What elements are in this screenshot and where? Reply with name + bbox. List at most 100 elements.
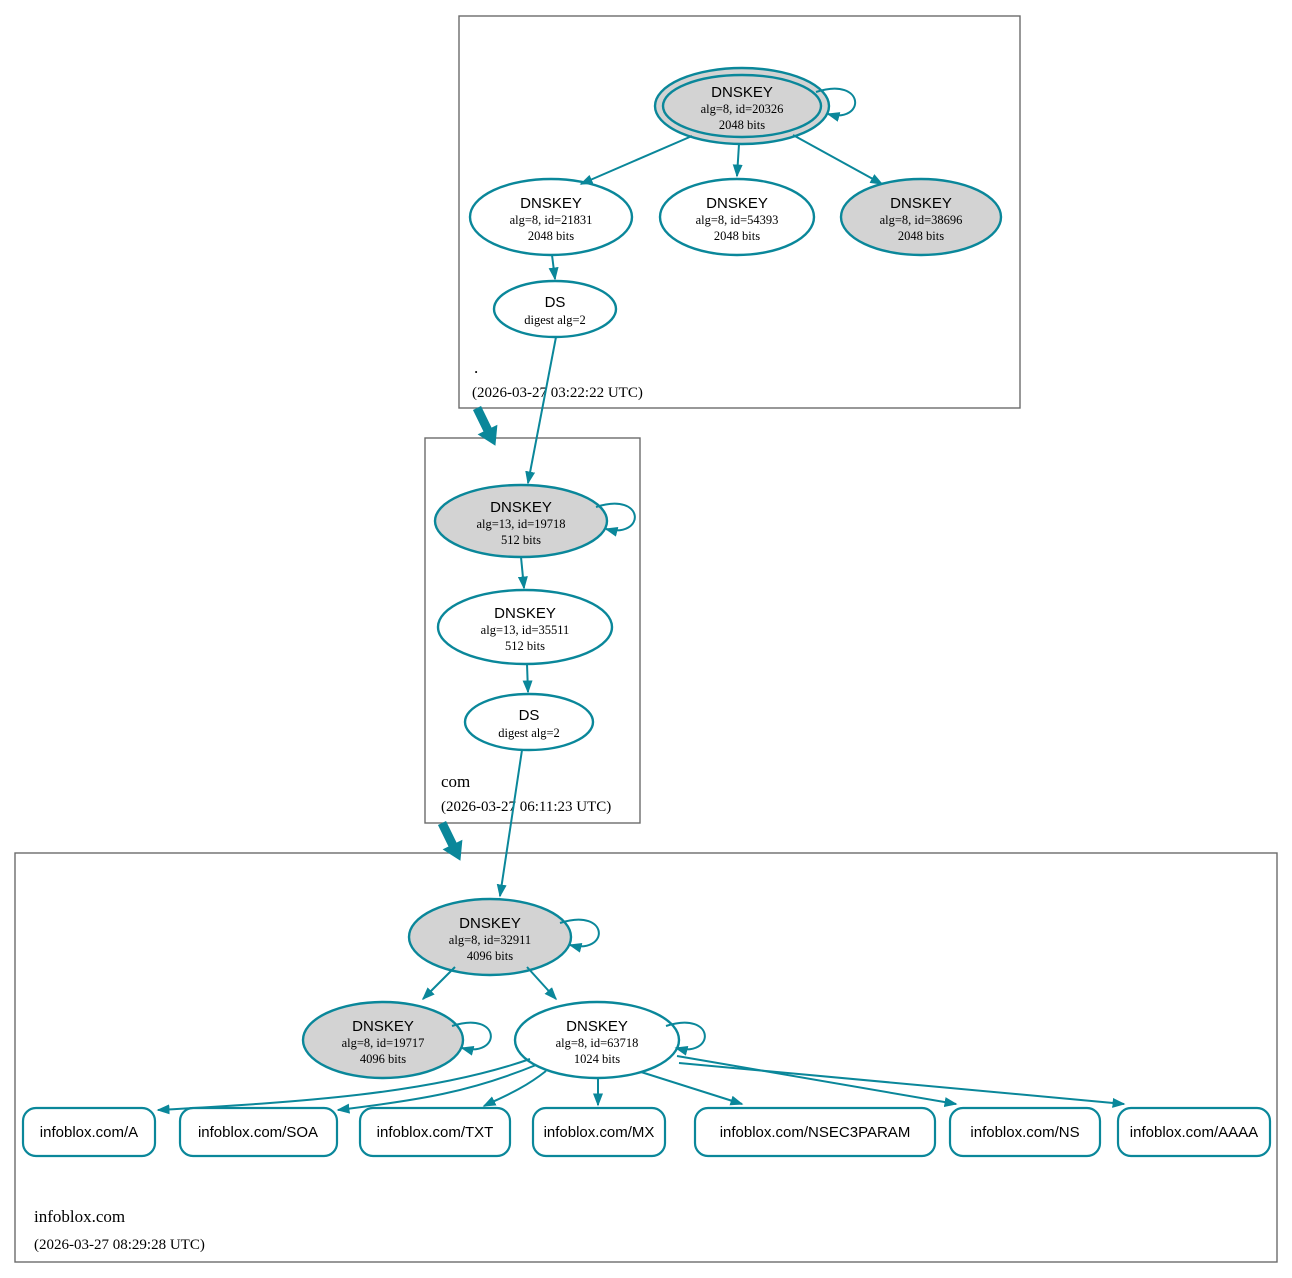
delegation-arrow-root-to-com — [472, 406, 498, 446]
node-detail: digest alg=2 — [498, 726, 560, 740]
rrset-label: infoblox.com/SOA — [198, 1124, 318, 1141]
node-title: DNSKEY — [566, 1018, 628, 1035]
node-dnskey-63718[interactable]: DNSKEY alg=8, id=63718 1024 bits — [513, 1000, 681, 1080]
dnskey-35511-ellipse — [436, 588, 614, 666]
node-detail: digest alg=2 — [524, 313, 586, 327]
dnskey-38696-ellipse — [839, 177, 1003, 257]
edge-dnskey-21831-to-ds-root — [548, 254, 559, 281]
selfloop-dnskey-63718 — [665, 1021, 706, 1056]
node-dnskey-32911-ksk[interactable]: DNSKEY alg=8, id=32911 4096 bits — [407, 897, 573, 977]
zone-timestamp-com: (2026-03-27 06:11:23 UTC) — [441, 799, 611, 815]
edge-ds-root-to-dnskey-19718 — [525, 336, 557, 485]
node-detail: alg=8, id=21831 — [510, 213, 593, 227]
node-bits: 4096 bits — [360, 1052, 406, 1066]
node-dnskey-19717[interactable]: DNSKEY alg=8, id=19717 4096 bits — [301, 1000, 465, 1080]
zone-timestamp-infoblox-com: (2026-03-27 08:29:28 UTC) — [34, 1237, 205, 1253]
zone-name-root: . — [474, 358, 478, 377]
rrset-label: infoblox.com/NSEC3PARAM — [720, 1124, 911, 1141]
rrset-infoblox-com-soa[interactable]: infoblox.com/SOA — [178, 1106, 339, 1158]
node-dnskey-54393[interactable]: DNSKEY alg=8, id=54393 2048 bits — [658, 177, 816, 257]
node-bits: 4096 bits — [467, 949, 513, 963]
rrset-label: infoblox.com/AAAA — [1130, 1124, 1258, 1141]
rrset-infoblox-com-mx[interactable]: infoblox.com/MX — [531, 1106, 667, 1158]
node-bits: 512 bits — [501, 533, 541, 547]
node-title: DNSKEY — [352, 1018, 414, 1035]
node-title: DNSKEY — [706, 195, 768, 212]
rrset-a-box — [21, 1106, 157, 1158]
node-detail: alg=13, id=35511 — [481, 623, 570, 637]
rrset-infoblox-com-nsec3param[interactable]: infoblox.com/NSEC3PARAM — [693, 1106, 937, 1158]
node-title: DS — [519, 707, 540, 724]
node-ds-root[interactable]: DS digest alg=2 — [492, 279, 618, 339]
selfloop-dnskey-19717 — [451, 1021, 492, 1056]
selfloop-dnskey-32911 — [559, 918, 600, 953]
node-detail: alg=8, id=63718 — [556, 1036, 639, 1050]
zone-name-infoblox-com: infoblox.com — [34, 1207, 125, 1226]
edge-dnskey-63718-to-rrset-ns — [676, 1055, 958, 1107]
dnskey-20326-inner-ring — [661, 73, 823, 139]
rrset-infoblox-com-a[interactable]: infoblox.com/A — [21, 1106, 157, 1158]
edge-dnskey-63718-to-rrset-soa — [336, 1064, 537, 1114]
ds-com-ellipse — [463, 692, 595, 752]
rrset-mx-box — [531, 1106, 667, 1158]
edge-ds-com-to-dnskey-32911 — [496, 749, 523, 898]
selfloop-dnskey-20326 — [815, 87, 856, 122]
edge-dnskey-63718-to-rrset-txt — [482, 1070, 547, 1107]
edge-dnskey-35511-to-ds-com — [522, 663, 533, 694]
node-detail: alg=8, id=38696 — [880, 213, 963, 227]
delegation-arrow-com-to-infoblox-com — [437, 821, 463, 861]
selfloop-dnskey-19718 — [595, 502, 636, 537]
node-title: DNSKEY — [711, 84, 773, 101]
node-detail: alg=8, id=19717 — [342, 1036, 425, 1050]
rrset-aaaa-box — [1116, 1106, 1272, 1158]
dnskey-54393-ellipse — [658, 177, 816, 257]
rrset-infoblox-com-aaaa[interactable]: infoblox.com/AAAA — [1116, 1106, 1272, 1158]
node-title: DNSKEY — [459, 915, 521, 932]
node-dnskey-21831[interactable]: DNSKEY alg=8, id=21831 2048 bits — [468, 177, 634, 257]
node-dnskey-35511[interactable]: DNSKEY alg=13, id=35511 512 bits — [436, 588, 614, 666]
edge-dnskey-20326-to-dnskey-38696 — [792, 134, 884, 185]
node-detail: alg=8, id=20326 — [701, 102, 784, 116]
dnskey-32911-ellipse — [407, 897, 573, 977]
rrset-label: infoblox.com/TXT — [377, 1124, 494, 1141]
node-dnskey-38696[interactable]: DNSKEY alg=8, id=38696 2048 bits — [839, 177, 1003, 257]
edge-dnskey-32911-to-dnskey-19717 — [421, 966, 456, 1001]
edge-dnskey-20326-to-dnskey-21831 — [579, 135, 693, 185]
node-bits: 1024 bits — [574, 1052, 620, 1066]
rrset-label: infoblox.com/A — [40, 1124, 138, 1141]
node-dnskey-19718-ksk[interactable]: DNSKEY alg=13, id=19718 512 bits — [433, 483, 609, 559]
rrset-ns-box — [948, 1106, 1102, 1158]
rrset-infoblox-com-txt[interactable]: infoblox.com/TXT — [358, 1106, 512, 1158]
node-bits: 2048 bits — [528, 229, 574, 243]
node-bits: 2048 bits — [898, 229, 944, 243]
dnskey-21831-ellipse — [468, 177, 634, 257]
zone-name-com: com — [441, 772, 470, 791]
node-bits: 2048 bits — [719, 118, 765, 132]
node-dnskey-20326-ksk[interactable]: DNSKEY alg=8, id=20326 2048 bits — [653, 66, 831, 146]
edge-dnskey-20326-to-dnskey-54393 — [732, 143, 743, 178]
edge-dnskey-19718-to-dnskey-35511 — [517, 556, 528, 590]
node-bits: 512 bits — [505, 639, 545, 653]
node-ds-com[interactable]: DS digest alg=2 — [463, 692, 595, 752]
node-title: DS — [545, 294, 566, 311]
rrset-label: infoblox.com/MX — [544, 1124, 655, 1141]
dnskey-19717-ellipse — [301, 1000, 465, 1080]
node-title: DNSKEY — [520, 195, 582, 212]
node-detail: alg=8, id=32911 — [449, 933, 531, 947]
edge-dnskey-32911-to-dnskey-63718 — [526, 966, 558, 1001]
node-title: DNSKEY — [890, 195, 952, 212]
rrset-infoblox-com-ns[interactable]: infoblox.com/NS — [948, 1106, 1102, 1158]
rrset-nsec3param-box — [693, 1106, 937, 1158]
edge-dnskey-63718-to-rrset-aaaa — [678, 1062, 1126, 1108]
rrset-txt-box — [358, 1106, 512, 1158]
node-bits: 2048 bits — [714, 229, 760, 243]
node-title: DNSKEY — [490, 499, 552, 516]
node-title: DNSKEY — [494, 605, 556, 622]
rrset-soa-box — [178, 1106, 339, 1158]
edge-dnskey-63718-to-rrset-a — [156, 1058, 531, 1115]
node-detail: alg=8, id=54393 — [696, 213, 779, 227]
edge-dnskey-63718-to-rrset-nsec3param — [640, 1071, 744, 1106]
rrset-label: infoblox.com/NS — [970, 1124, 1079, 1141]
node-detail: alg=13, id=19718 — [476, 517, 565, 531]
